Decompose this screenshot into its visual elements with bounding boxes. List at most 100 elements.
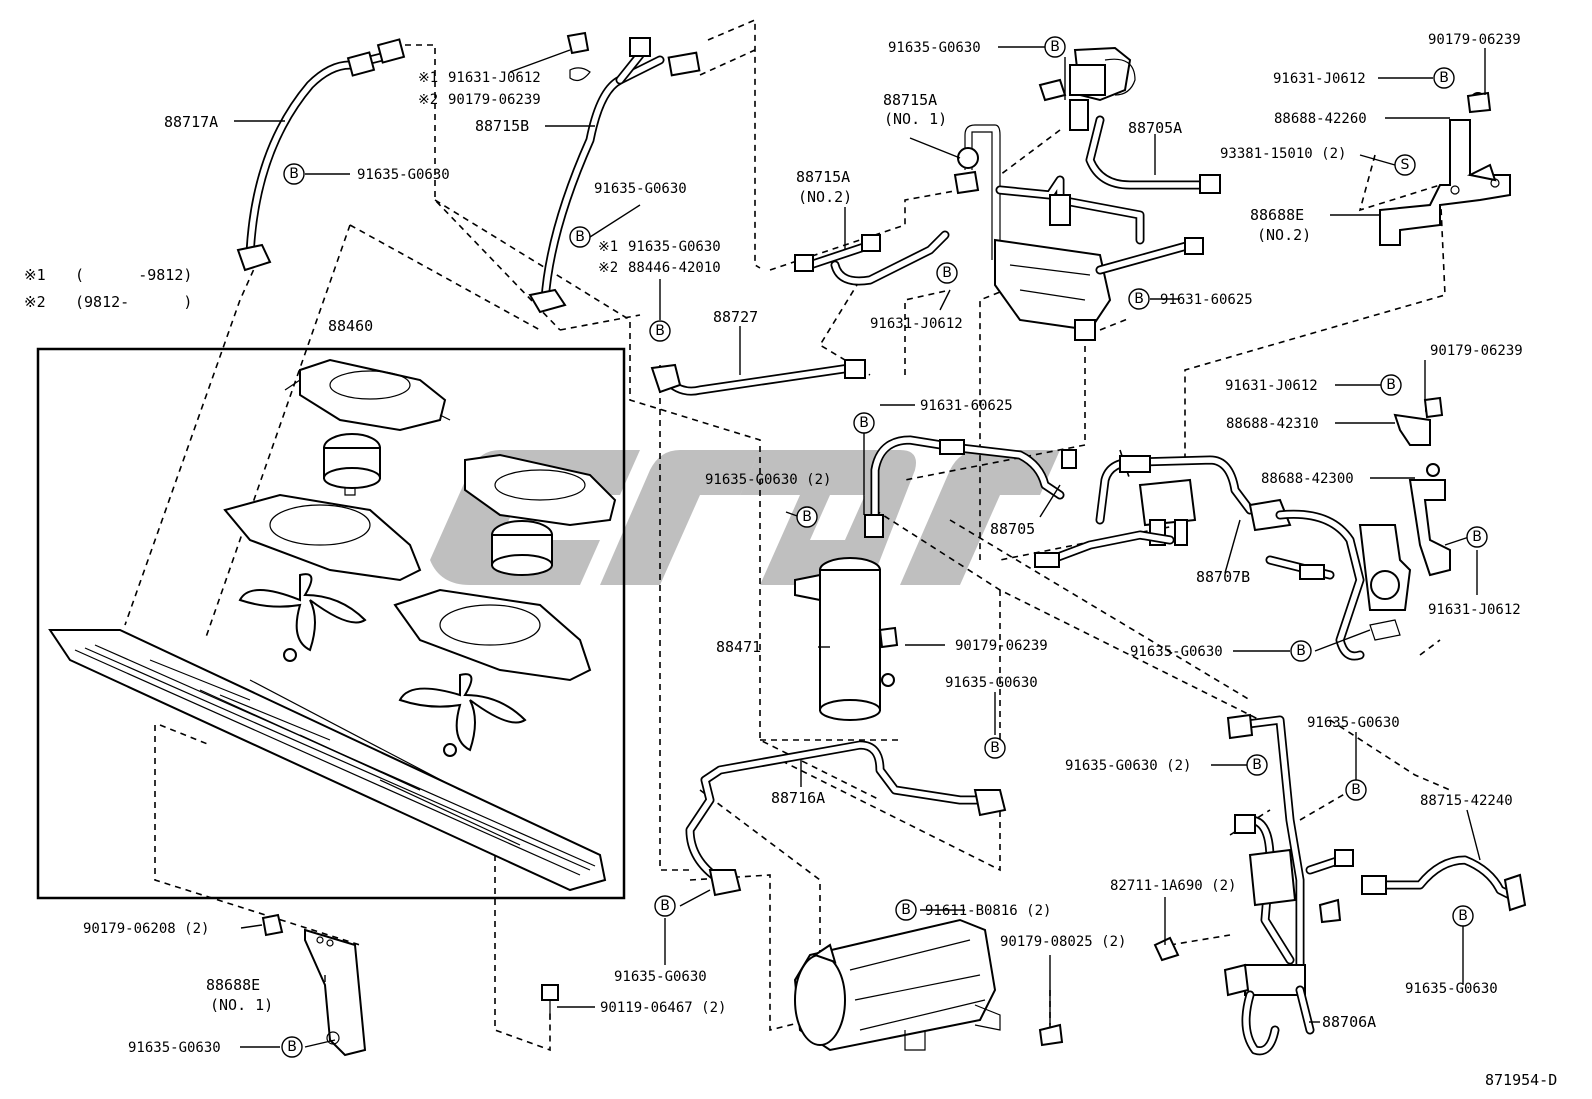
b-marker: B bbox=[1128, 288, 1150, 310]
svg-text:B: B bbox=[287, 1039, 297, 1055]
svg-text:B: B bbox=[802, 509, 812, 525]
receiver-tank-88471 bbox=[794, 557, 895, 721]
b-marker: B bbox=[1290, 640, 1312, 662]
label-88688E-no2-sub: (NO.2) bbox=[1257, 226, 1311, 244]
b-marker: B bbox=[649, 320, 671, 342]
bracket-88688-42300 bbox=[1408, 463, 1451, 577]
label-b-06239-top-right: 90179-06239 bbox=[1428, 32, 1521, 48]
label-88716A: 88716A bbox=[771, 789, 825, 807]
label-b-60625-lower: 91631-60625 bbox=[920, 398, 1013, 414]
fan-shroud-lower-2 bbox=[393, 588, 592, 682]
fan-motor-1 bbox=[323, 433, 381, 496]
leader-lines bbox=[234, 46, 1486, 1048]
label-88688E-no1-sub: (NO. 1) bbox=[210, 996, 273, 1014]
label-b-g0630-2-right: 91635-G0630 (2) bbox=[1065, 758, 1191, 774]
fan-shroud-lower-1 bbox=[223, 493, 422, 582]
compressor bbox=[793, 918, 1001, 1052]
b-marker: B bbox=[569, 226, 591, 248]
label-88688-42300: 88688-42300 bbox=[1261, 471, 1354, 487]
label-s-15010: 93381-15010 (2) bbox=[1220, 146, 1346, 162]
label-88715-42240: 88715-42240 bbox=[1420, 793, 1513, 809]
label-88715A-no2: 88715A bbox=[796, 168, 850, 186]
label-b-g0630-tank-low: 91635-G0630 bbox=[945, 675, 1038, 691]
label-note-06239-mark: ※2 bbox=[418, 92, 438, 108]
label-b-j0612-top-right: 91631-J0612 bbox=[1273, 71, 1366, 87]
svg-text:B: B bbox=[289, 166, 299, 182]
label-b-top-valve: 91635-G0630 bbox=[888, 40, 981, 56]
label-b-06208: 90179-06208 (2) bbox=[83, 921, 209, 937]
b-marker: B bbox=[1433, 67, 1455, 89]
label-b-1a690: 82711-1A690 (2) bbox=[1110, 878, 1236, 894]
svg-text:B: B bbox=[575, 229, 585, 245]
label-note-42010: 88446-42010 bbox=[628, 260, 721, 276]
b-marker: B bbox=[853, 412, 875, 434]
label-88715A-no1-sub: (NO. 1) bbox=[884, 110, 947, 128]
b-marker: B bbox=[895, 899, 917, 921]
label-b-g0630-bottom-right: 91635-G0630 bbox=[1405, 981, 1498, 997]
small-fasteners bbox=[261, 31, 1492, 1047]
svg-text:B: B bbox=[655, 323, 665, 339]
b-marker: B bbox=[1452, 905, 1474, 927]
label-b-06239-tank: 90179-06239 bbox=[955, 638, 1048, 654]
bracket-88688E-no1 bbox=[304, 928, 367, 1057]
label-b-j0612-right-mid: 91631-J0612 bbox=[1225, 378, 1318, 394]
pipe-88715A-no2 bbox=[794, 230, 950, 286]
pipe-88715-42240 bbox=[1361, 855, 1527, 912]
label-b-08025: 90179-08025 (2) bbox=[1000, 934, 1126, 950]
label-88727: 88727 bbox=[713, 308, 758, 326]
svg-text:B: B bbox=[1296, 643, 1306, 659]
svg-text:B: B bbox=[901, 902, 911, 918]
svg-text:B: B bbox=[1386, 377, 1396, 393]
label-88715B: 88715B bbox=[475, 117, 529, 135]
label-b-g0630-right-low: 91635-G0630 bbox=[1307, 715, 1400, 731]
b-marker: B bbox=[1044, 36, 1066, 58]
part-labels: 88717A 91635-G0630 ※1 ( -9812) ※2 (9812-… bbox=[24, 32, 1557, 1089]
b-marker: B bbox=[984, 737, 1006, 759]
b-marker: B bbox=[796, 506, 818, 528]
label-88471: 88471 bbox=[716, 638, 761, 656]
label-b-j0612-right: 91631-J0612 bbox=[1428, 602, 1521, 618]
label-88688-42260: 88688-42260 bbox=[1274, 111, 1367, 127]
legend-note2-mark: ※2 bbox=[24, 293, 46, 311]
b-marker: B bbox=[281, 1036, 303, 1058]
fan-blade-2 bbox=[398, 673, 527, 757]
condenser-radiator bbox=[48, 629, 607, 892]
label-b-g0630-bottom-mid: 91635-G0630 bbox=[614, 969, 707, 985]
pipe-88705 bbox=[864, 435, 1077, 538]
label-b-88717: 91635-G0630 bbox=[357, 167, 450, 183]
label-note-06239: 90179-06239 bbox=[448, 92, 541, 108]
b-marker: B bbox=[936, 262, 958, 284]
svg-text:B: B bbox=[942, 265, 952, 281]
label-88688E-no1: 88688E bbox=[206, 976, 260, 994]
svg-text:B: B bbox=[1439, 70, 1449, 86]
label-b-06467: 90119-06467 (2) bbox=[600, 1000, 726, 1016]
svg-text:B: B bbox=[859, 415, 869, 431]
legend-note1-mark: ※1 bbox=[24, 266, 46, 284]
fan-motor-2 bbox=[491, 520, 553, 576]
label-88688E-no2: 88688E bbox=[1250, 206, 1304, 224]
svg-text:B: B bbox=[1472, 529, 1482, 545]
pipe-88715B bbox=[528, 37, 701, 314]
label-88706A: 88706A bbox=[1322, 1013, 1376, 1031]
pipe-88716A bbox=[685, 740, 1007, 897]
label-b-g0630-right-mid: 91635-G0630 bbox=[1130, 644, 1223, 660]
b-marker: B bbox=[1246, 754, 1268, 776]
label-88688-42310: 88688-42310 bbox=[1226, 416, 1319, 432]
label-88715A-no2-sub: (NO.2) bbox=[798, 188, 852, 206]
pipe-88707B bbox=[1034, 455, 1412, 661]
label-88707B: 88707B bbox=[1196, 568, 1250, 586]
diagram-id: 871954-D bbox=[1485, 1071, 1557, 1089]
label-note-j0612-mark: ※1 bbox=[418, 70, 438, 86]
pipe-88727 bbox=[650, 359, 866, 396]
label-88715A-no1: 88715A bbox=[883, 91, 937, 109]
label-note-42010-mark: ※2 bbox=[598, 260, 618, 276]
bolt-markers: B B B B B B B B B B B B S B B B B B B B bbox=[281, 36, 1488, 1058]
pipe-88717A bbox=[236, 38, 406, 272]
fan-shroud-upper-2 bbox=[464, 453, 617, 527]
label-88460: 88460 bbox=[328, 317, 373, 335]
s-marker: S bbox=[1394, 154, 1416, 176]
label-b-60625-mid: 91631-60625 bbox=[1160, 292, 1253, 308]
svg-text:S: S bbox=[1401, 157, 1410, 173]
b-marker: B bbox=[1466, 526, 1488, 548]
